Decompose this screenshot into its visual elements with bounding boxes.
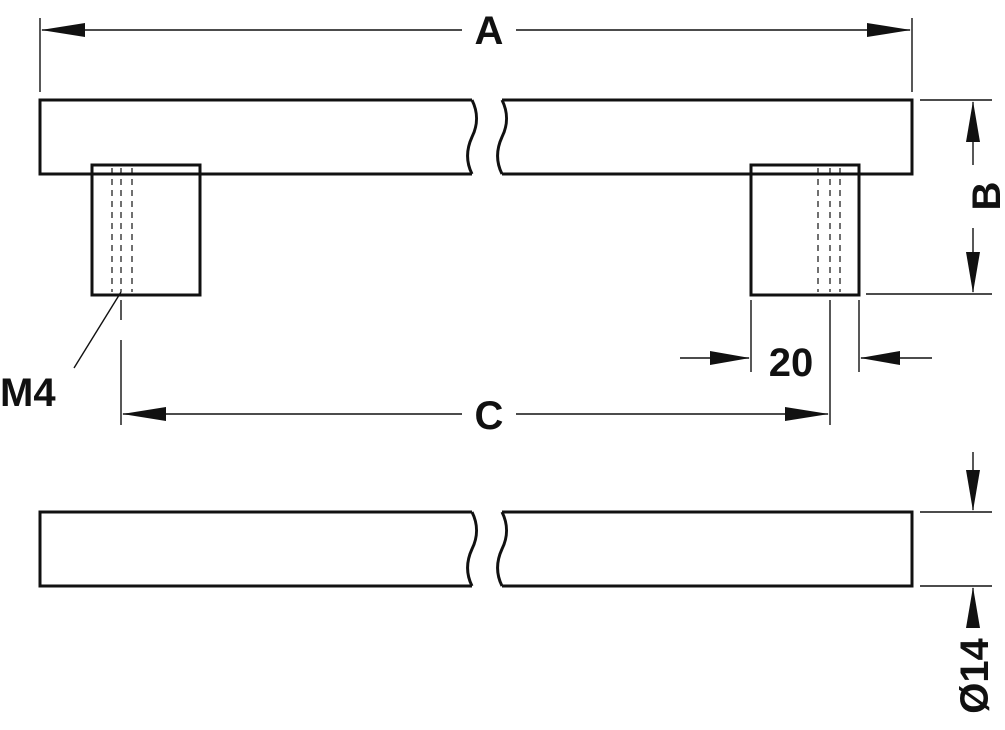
bar-right-segment <box>496 98 914 176</box>
dimension-20-label: 20 <box>769 341 814 385</box>
arrowhead <box>966 101 980 142</box>
dimension-diameter: Ø14 <box>920 452 997 714</box>
left-foot <box>90 163 202 297</box>
dimension-c-label: C <box>475 394 504 438</box>
dimension-a-label: A <box>475 9 504 53</box>
right-foot <box>749 163 861 297</box>
dimension-a: A <box>39 9 913 92</box>
arrowhead <box>860 351 900 365</box>
side-view-bar <box>38 98 914 176</box>
bar-left-segment <box>38 98 478 176</box>
arrowhead <box>41 23 85 37</box>
top-bar-left-segment <box>38 510 478 588</box>
dimension-b-label: B <box>965 182 1005 211</box>
thread-label: M4 <box>0 371 56 415</box>
arrowhead <box>785 407 829 421</box>
top-bar-right-segment <box>496 510 914 588</box>
dimension-c: C <box>120 300 831 438</box>
arrowhead <box>867 23 911 37</box>
arrowhead <box>966 470 980 511</box>
diameter-label: Ø14 <box>953 637 997 713</box>
thread-callout: M4 <box>0 291 122 415</box>
dimension-foot-width: 20 <box>680 300 932 385</box>
arrowhead <box>122 407 166 421</box>
arrowhead <box>710 351 750 365</box>
dimension-b: B <box>866 99 1005 295</box>
top-view-bar <box>38 510 914 588</box>
arrowhead <box>966 587 980 628</box>
arrowhead <box>966 252 980 293</box>
